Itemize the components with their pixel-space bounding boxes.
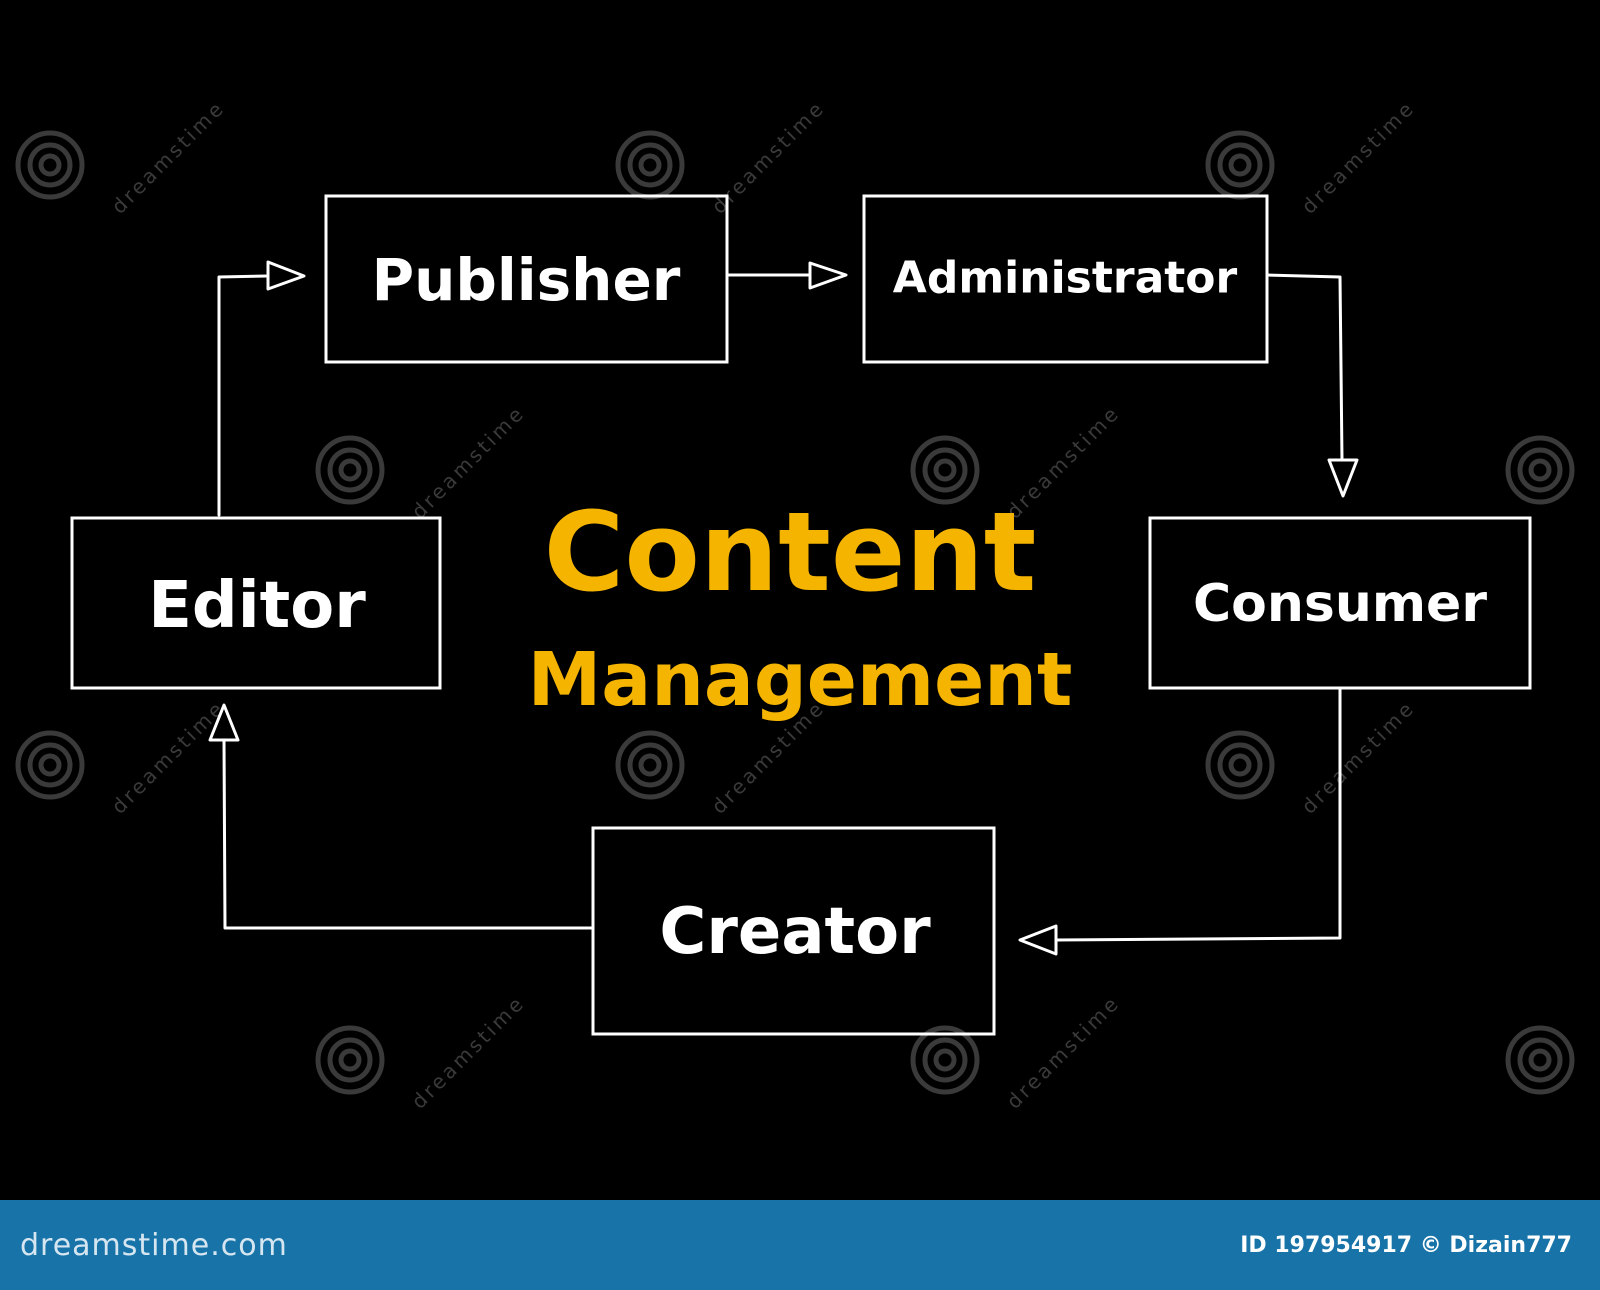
node-administrator-label: Administrator xyxy=(893,253,1238,304)
watermark-logo-icon xyxy=(1205,730,1275,800)
node-editor: Editor xyxy=(70,516,442,690)
watermark-text: dreamstime xyxy=(407,990,530,1113)
node-creator-label: Creator xyxy=(659,895,931,969)
watermark-logo-icon xyxy=(615,730,685,800)
diagram-title-line1: Content xyxy=(544,488,1037,616)
watermark-text: dreamstime xyxy=(1297,695,1420,818)
watermark-logo-icon xyxy=(615,130,685,200)
watermark-logo-icon xyxy=(1505,1025,1575,1095)
node-creator: Creator xyxy=(591,826,996,1036)
node-consumer: Consumer xyxy=(1148,516,1532,690)
watermark-text: dreamstime xyxy=(407,400,530,523)
connector-creator-to-editor xyxy=(208,703,595,930)
connector-publisher-to-administrator xyxy=(725,261,848,290)
footer-credit: ID 197954917 © Dizain777 xyxy=(1240,1232,1572,1258)
watermark-text: dreamstime xyxy=(1597,990,1600,1113)
watermark-logo-icon xyxy=(910,1025,980,1095)
diagram-title-line2: Management xyxy=(528,637,1073,723)
watermark-logo-icon xyxy=(315,1025,385,1095)
watermark-logo-icon xyxy=(15,730,85,800)
node-publisher-label: Publisher xyxy=(372,246,681,314)
node-consumer-label: Consumer xyxy=(1193,574,1487,634)
watermark-logo-icon xyxy=(315,435,385,505)
connector-editor-to-publisher xyxy=(217,260,306,517)
node-administrator: Administrator xyxy=(862,194,1269,364)
watermark-text: dreamstime xyxy=(107,695,230,818)
footer-bar: dreamstime.com ID 197954917 © Dizain777 xyxy=(0,1200,1600,1290)
connector-consumer-to-creator xyxy=(1018,686,1342,956)
watermark-text: dreamstime xyxy=(707,95,830,218)
watermark-logo-icon xyxy=(1505,435,1575,505)
watermark-logo-icon xyxy=(1205,130,1275,200)
node-publisher: Publisher xyxy=(324,194,729,364)
footer-brand[interactable]: dreamstime.com xyxy=(20,1227,288,1263)
watermark-text: dreamstime xyxy=(1597,400,1600,523)
watermark-text: dreamstime xyxy=(1002,990,1125,1113)
watermark-text: dreamstime xyxy=(107,95,230,218)
watermark-logo-icon xyxy=(910,435,980,505)
connector-administrator-to-consumer xyxy=(1265,273,1359,498)
node-editor-label: Editor xyxy=(148,569,366,643)
watermark-text: dreamstime xyxy=(1297,95,1420,218)
watermark-logo-icon xyxy=(15,130,85,200)
